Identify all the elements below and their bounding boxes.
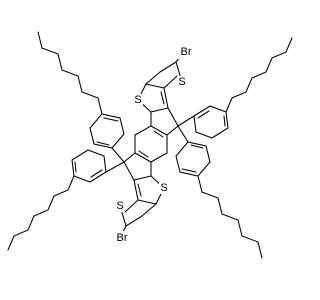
hexylphenyl-right-upper <box>177 37 293 139</box>
bromine-atom-top: Br <box>181 46 192 58</box>
sulfur-atom-top-a: S <box>134 94 141 106</box>
hexylphenyl-left-lower <box>7 149 125 251</box>
central-benzene-ring <box>134 125 168 163</box>
sulfur-atom-bottom-a: S <box>160 182 167 194</box>
bromine-atom-bottom: Br <box>117 232 128 244</box>
sulfur-atom-top-b: S <box>178 76 185 88</box>
hexylphenyl-left-upper <box>37 31 125 163</box>
lower-left-fused-core <box>119 152 165 239</box>
hexylphenyl-right-lower <box>175 125 263 259</box>
upper-right-fused-core <box>137 51 185 136</box>
molecule-structure: Br Br S S S S <box>7 31 293 259</box>
atom-labels: Br Br S S S S <box>113 45 195 245</box>
sulfur-atom-bottom-b: S <box>116 200 123 212</box>
